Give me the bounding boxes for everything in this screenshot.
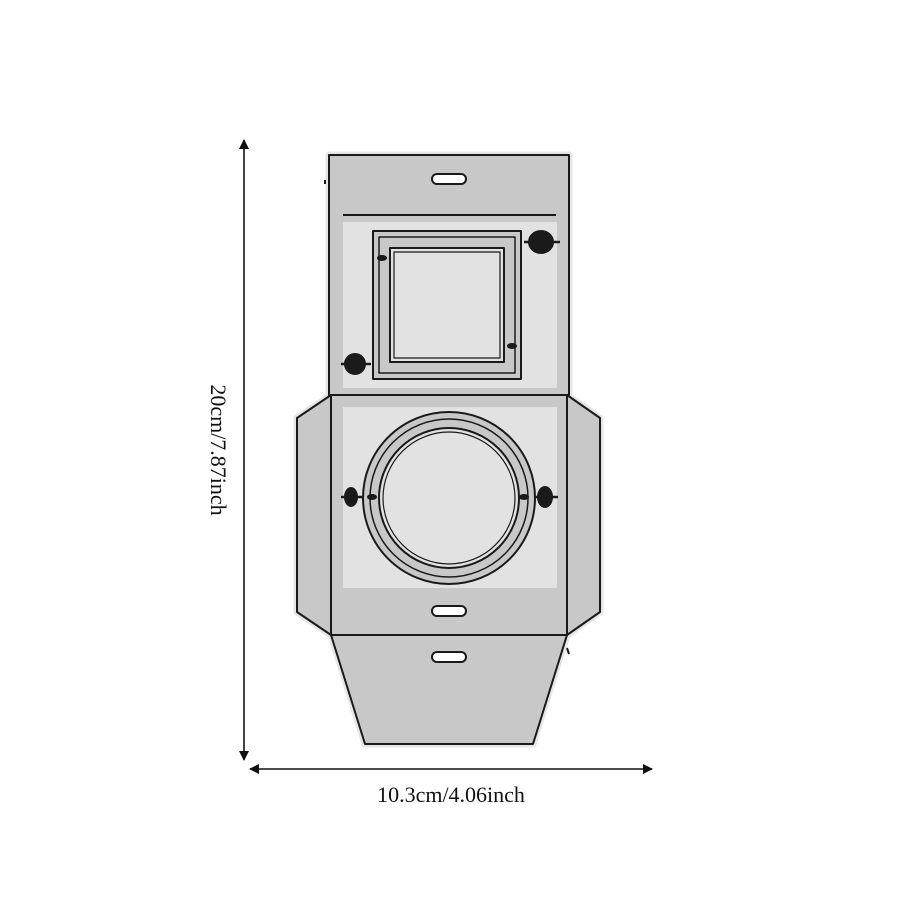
- lens-knob-left: [341, 487, 377, 507]
- left-side-flap: [296, 394, 332, 636]
- middle-slot: [431, 605, 467, 617]
- lens-inner-circle: [378, 427, 520, 569]
- die-outline: [293, 151, 604, 748]
- bottom-panel: [330, 634, 568, 745]
- right-side-flap: [566, 394, 601, 636]
- knob-left: [341, 353, 371, 375]
- height-dimension-label: 20cm/7.87inch: [206, 384, 231, 516]
- knob-top-right: [524, 230, 560, 254]
- viewfinder-window: [389, 247, 505, 363]
- lens-knob-right: [519, 486, 558, 508]
- top-slot: [431, 173, 467, 185]
- bottom-slot: [431, 651, 467, 663]
- width-dimension-label: 10.3cm/4.06inch: [377, 782, 525, 807]
